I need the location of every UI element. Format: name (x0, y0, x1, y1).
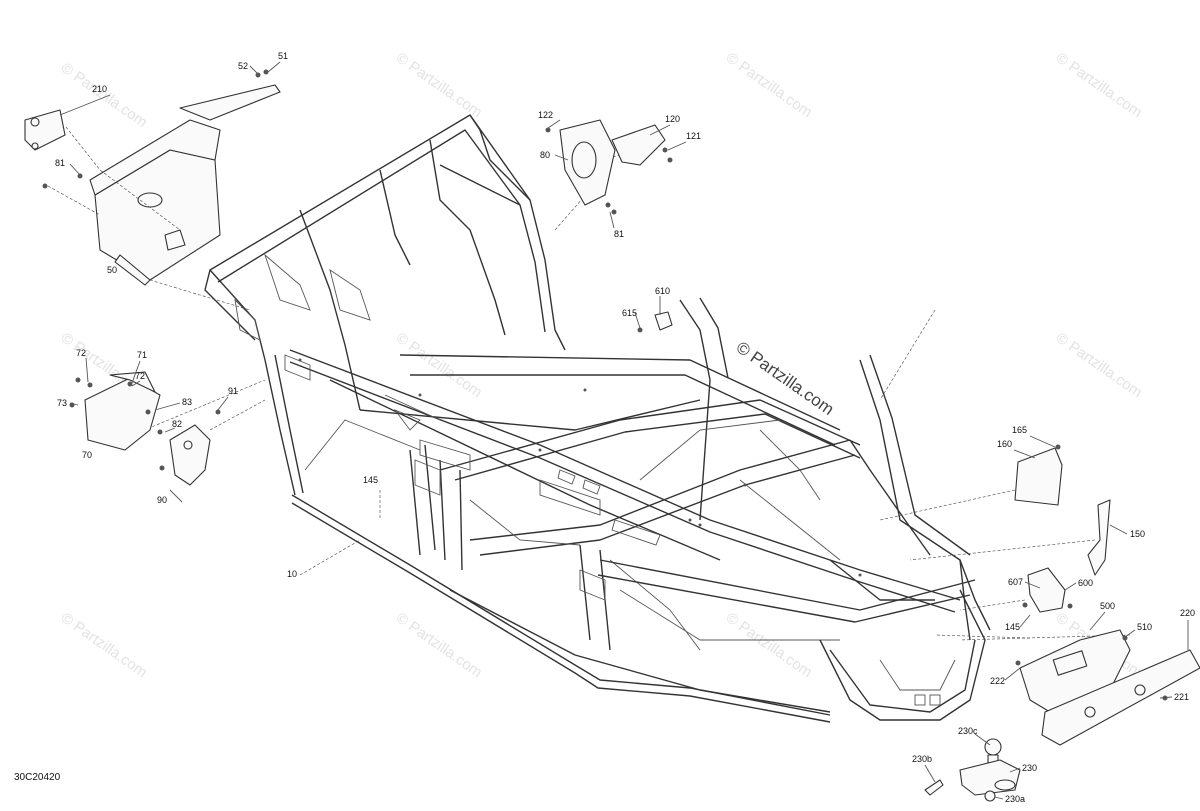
watermark: © Partzilla.com (1053, 49, 1146, 121)
fasteners-top-left (42, 69, 269, 189)
callout-10: 10 (287, 569, 297, 579)
part-50-bracket (89, 84, 281, 286)
callout-52: 52 (238, 61, 248, 71)
part-600-bracket (1022, 567, 1073, 613)
watermark-center: © Partzilla.com (733, 338, 838, 419)
callout-607: 607 (1008, 577, 1023, 587)
callout-120: 120 (665, 114, 680, 124)
main-frame-drawing (204, 114, 991, 723)
callout-82: 82 (172, 419, 182, 429)
callout-91: 91 (228, 386, 238, 396)
watermark: © Partzilla.com (393, 609, 486, 681)
callout-70: 70 (82, 450, 92, 460)
watermark: © Partzilla.com (723, 49, 816, 121)
watermark: © Partzilla.com (58, 59, 151, 131)
callout-71: 71 (137, 350, 147, 360)
callout-230c: 230c (958, 726, 978, 736)
callout-230a: 230a (1005, 794, 1025, 804)
callout-labels: 52 51 210 81 50 122 120 121 80 81 615 61… (55, 51, 1195, 804)
watermark: © Partzilla.com (723, 609, 816, 681)
callout-80: 80 (540, 150, 550, 160)
part-160-guard (1014, 444, 1063, 506)
callout-230b: 230b (912, 754, 932, 764)
callout-220: 220 (1180, 608, 1195, 618)
diagram-code: 30C20420 (14, 772, 61, 783)
callout-81: 81 (614, 229, 624, 239)
callout-510: 510 (1137, 622, 1152, 632)
callout-72: 72 (135, 371, 145, 381)
part-230-hitch (924, 738, 1021, 802)
callout-81: 81 (55, 158, 65, 168)
callout-221: 221 (1174, 692, 1189, 702)
callout-ticks (59, 61, 1189, 800)
part-120-bracket (545, 124, 673, 215)
callout-615: 615 (622, 308, 637, 318)
callout-122: 122 (538, 110, 553, 120)
callout-160: 160 (997, 439, 1012, 449)
callout-600: 600 (1078, 578, 1093, 588)
part-90-bracket (157, 409, 221, 486)
callout-222: 222 (990, 676, 1005, 686)
callout-500: 500 (1100, 601, 1115, 611)
watermark: © Partzilla.com (393, 329, 486, 401)
watermark: © Partzilla.com (393, 49, 486, 121)
callout-145: 145 (1005, 622, 1020, 632)
callout-72: 72 (76, 348, 86, 358)
callout-73: 73 (57, 398, 67, 408)
callout-121: 121 (686, 131, 701, 141)
part-80-plate (559, 119, 616, 206)
part-220-skid-plate (1041, 649, 1200, 746)
watermark: © Partzilla.com (1053, 329, 1146, 401)
watermark: © Partzilla.com (58, 609, 151, 681)
callout-83: 83 (182, 397, 192, 407)
callout-610: 610 (655, 286, 670, 296)
callout-145: 145 (363, 475, 378, 485)
callout-51: 51 (278, 51, 288, 61)
part-70-plate (69, 371, 161, 451)
callout-150: 150 (1130, 529, 1145, 539)
part-610-clip (637, 311, 673, 333)
part-150-guard (1087, 499, 1111, 576)
callout-210: 210 (92, 84, 107, 94)
part-210-bracket (24, 109, 66, 151)
callout-50: 50 (107, 265, 117, 275)
callout-165: 165 (1012, 425, 1027, 435)
callout-230: 230 (1022, 763, 1037, 773)
callout-90: 90 (157, 495, 167, 505)
